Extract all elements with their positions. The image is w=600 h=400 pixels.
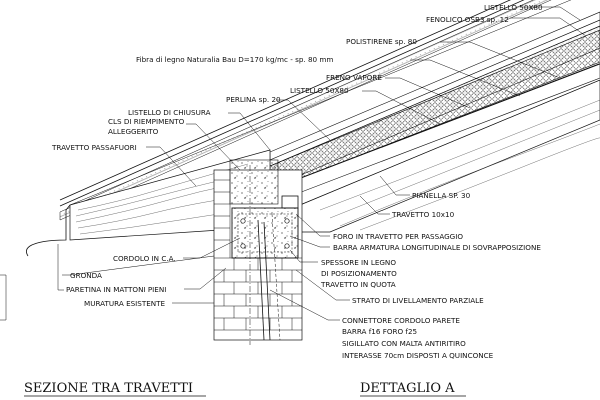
label-spessore-line2: DI POSIZIONAMENTO — [321, 269, 397, 278]
label-perlina: PERLINA sp. 20 — [226, 95, 281, 104]
label-fibra: Fibra di legno Naturalia Bau D=170 kg/mc… — [136, 55, 333, 64]
title-right: DETTAGLIO A — [360, 381, 455, 396]
label-freno-vapore: FRENO VAPORE — [326, 73, 382, 82]
label-pianella: PIANELLA SP. 30 — [412, 191, 471, 200]
label-foro: FORO IN TRAVETTO PER PASSAGGIO — [333, 232, 463, 241]
label-gronda: GRONDA — [70, 271, 102, 280]
titles: SEZIONE TRA TRAVETTI DETTAGLIO A — [24, 381, 466, 397]
label-listello-top: LISTELLO 50X80 — [484, 3, 543, 12]
label-fenolico: FENOLICO OSB3 sp. 12 — [426, 15, 509, 24]
label-connettore-line3: SIGILLATO CON MALTA ANTIRITIRO — [342, 339, 466, 348]
gutter — [26, 204, 71, 257]
label-listello-mid: LISTELLO 50X80 — [290, 86, 349, 95]
label-strato: STRATO DI LIVELLAMENTO PARZIALE — [352, 296, 484, 305]
label-polistirene: POLISTIRENE sp. 80 — [346, 37, 417, 46]
lightweight-concrete-fill — [229, 159, 279, 205]
label-travetto-passafuori: TRAVETTO PASSAFUORI — [51, 143, 137, 152]
label-cordolo: CORDOLO IN C.A. — [113, 254, 176, 263]
perlina-layer — [59, 0, 552, 221]
label-listello-chiusura: LISTELLO DI CHIUSURA — [128, 108, 211, 117]
label-cls-line2: ALLEGGERITO — [108, 127, 159, 136]
label-connettore-line1: CONNETTORE CORDOLO PARETE — [342, 316, 460, 325]
label-travetto: TRAVETTO 10x10 — [391, 210, 455, 219]
label-spessore-line3: TRAVETTO IN QUOTA — [320, 280, 396, 289]
label-spessore-line1: SPESSORE IN LEGNO — [321, 258, 396, 267]
label-paretina: PARETINA IN MATTONI PIENI — [66, 285, 166, 294]
title-left: SEZIONE TRA TRAVETTI — [24, 381, 193, 396]
label-barra: BARRA ARMATURA LONGITUDINALE DI SOVRAPPO… — [333, 243, 541, 252]
wall-assembly — [213, 159, 303, 345]
label-connettore-line4: INTERASSE 70cm DISPOSTI A QUINCONCE — [342, 351, 494, 360]
label-muratura: MURATURA ESISTENTE — [84, 299, 166, 308]
ring-beam — [231, 207, 299, 259]
label-cls-line1: CLS DI RIEMPIMENTO — [108, 117, 185, 126]
label-connettore-line2: BARRA f16 FORO f25 — [342, 327, 417, 336]
labels: LISTELLO 50X80 FENOLICO OSB3 sp. 12 POLI… — [51, 3, 543, 360]
leader-lines — [58, 6, 587, 321]
